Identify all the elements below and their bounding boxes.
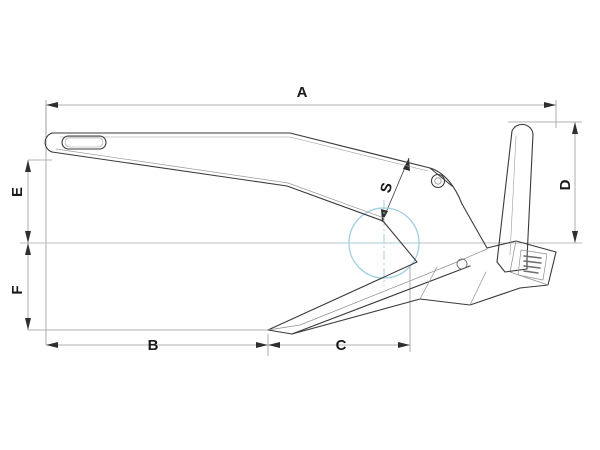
dimension-arrowheads [25,102,578,348]
arrow-f-top [25,243,31,255]
shank-top-edge [51,132,453,187]
dimension-label-c: C [336,337,347,354]
fluke-rear-plate [486,240,557,289]
fluke-panel-fold-1 [419,266,438,300]
arrow-s-bottom [381,209,388,222]
arrow-c-right [398,342,410,348]
fluke-pivot-boss [456,258,468,270]
anchor-body [44,123,557,335]
name-plate [517,249,548,281]
shank-nose-cap [44,132,53,153]
shank-inner-edge [55,148,385,219]
shank-hole-inner [434,177,442,185]
shank-eye-slot [61,135,107,150]
arrow-d-bottom [572,231,578,243]
arrow-b-right [256,342,268,348]
arrow-e-top [25,160,31,172]
shank-bottom-edge [51,151,418,263]
fluke-lower-edge [291,287,521,335]
fluke-rear-fold [509,240,549,286]
fluke-blade-fold [267,248,488,331]
fluke-upper-surface [267,261,471,335]
arrow-s-top [403,158,410,171]
dimension-label-a: A [297,84,308,101]
dimension-label-d: D [557,179,574,190]
name-plate-text-marks [523,255,542,274]
roll-bar-outline [496,123,534,263]
arrow-e-bottom [25,231,31,243]
shank-hole-outer [430,173,446,189]
arrow-d-top [572,122,578,134]
shank-eye-slot-inner [64,137,104,148]
arrow-b-left [46,342,58,348]
shank-crown-curve [429,167,488,249]
shank-inner-edge-top [59,136,429,172]
dimension-label-e: E [9,187,26,197]
dimension-labels: A D E F B C S [9,84,574,354]
arrow-f-bottom [25,318,31,330]
roll-bar-inner-edge [509,135,517,256]
arrow-c-left [268,342,280,348]
name-plate-outline [517,249,548,281]
dimension-label-s: S [377,181,396,195]
arrow-a-left [46,102,58,108]
fluke-panel-fold-2 [469,271,487,306]
dimension-lines [27,100,582,356]
dimension-label-f: F [9,285,26,294]
arrow-a-right [544,102,556,108]
roll-bar-foot [496,257,528,273]
dimension-label-b: B [148,337,159,354]
roller-reference [341,200,427,286]
